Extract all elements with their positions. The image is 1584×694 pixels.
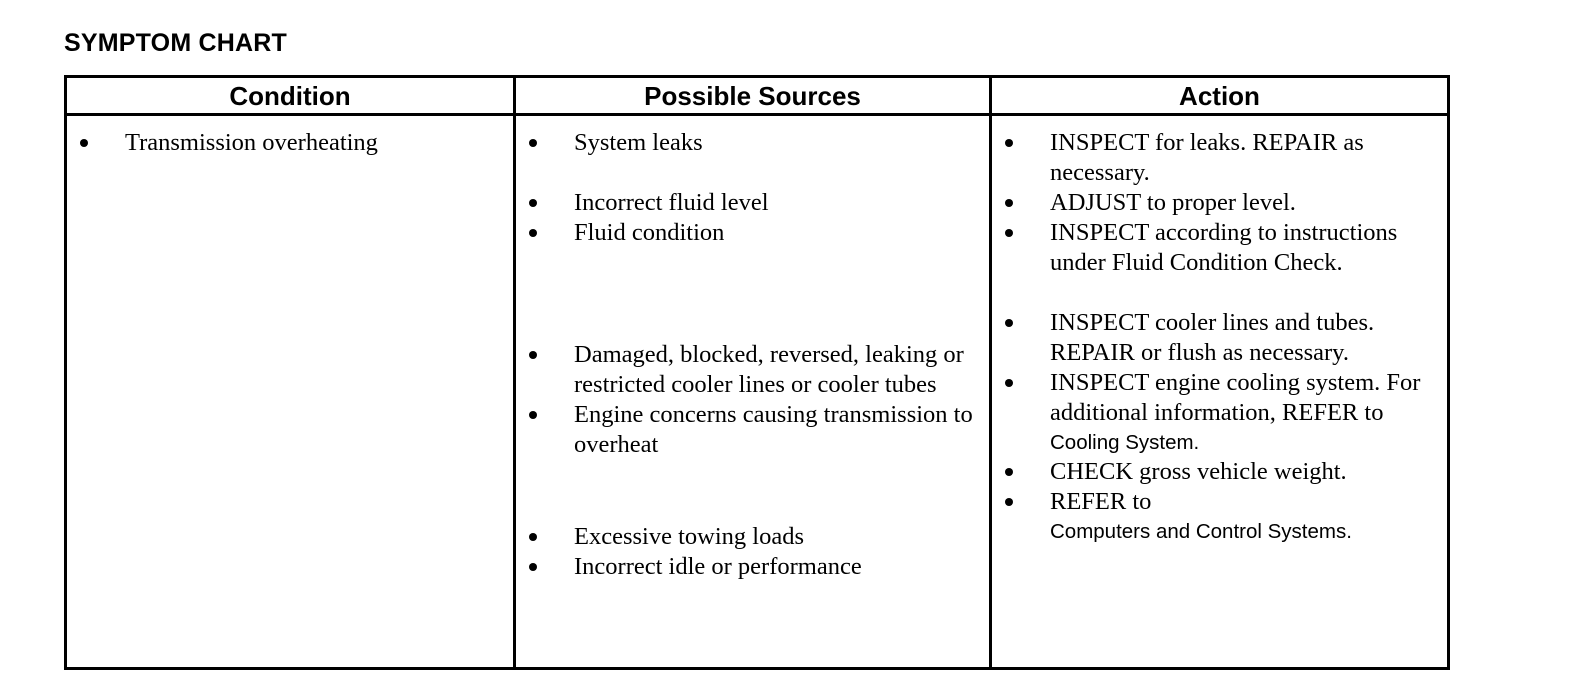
bullet-icon: [1005, 229, 1013, 237]
list-item-label: Transmission overheating: [125, 129, 378, 156]
bullet-icon: [529, 229, 537, 237]
list-item: INSPECT engine cooling system. For addit…: [992, 368, 1441, 457]
spacer: [516, 460, 983, 522]
spacer: [516, 158, 983, 188]
cell-possible-sources: System leaks Incorrect fluid level Fluid…: [513, 116, 992, 667]
list-item: Engine concerns causing transmission to …: [516, 400, 983, 460]
action-group-2: INSPECT cooler lines and tubes. REPAIR o…: [992, 308, 1441, 546]
header-cell-possible-sources: Possible Sources: [513, 78, 992, 113]
header-cell-condition: Condition: [67, 78, 513, 113]
sources-group-3: Damaged, blocked, reversed, leaking or r…: [516, 340, 983, 460]
list-item: Fluid condition: [516, 218, 983, 248]
list-item: INSPECT cooler lines and tubes. REPAIR o…: [992, 308, 1441, 368]
list-item-label: System leaks: [574, 129, 703, 156]
bullet-icon: [1005, 468, 1013, 476]
bullet-icon: [529, 533, 537, 541]
list-item-label: INSPECT cooler lines and tubes. REPAIR o…: [1050, 309, 1375, 366]
table-header-row: Condition Possible Sources Action: [67, 78, 1447, 116]
sources-group-1: System leaks: [516, 128, 983, 158]
list-item-label: REFER to: [1050, 488, 1152, 515]
list-item-label: INSPECT engine cooling system. For addit…: [1050, 369, 1421, 426]
spacer: [516, 248, 983, 340]
bullet-icon: [529, 563, 537, 571]
list-item-label: Incorrect fluid level: [574, 189, 769, 216]
symptom-chart-table: Condition Possible Sources Action Transm…: [64, 75, 1450, 670]
bullet-icon: [1005, 379, 1013, 387]
list-item: System leaks: [516, 128, 983, 158]
list-item: ADJUST to proper level.: [992, 188, 1441, 218]
spacer: [992, 278, 1441, 308]
bullet-icon: [80, 139, 88, 147]
cell-condition: Transmission overheating: [67, 116, 513, 667]
header-cell-action: Action: [992, 78, 1447, 113]
table-body-row: Transmission overheating System leaks: [67, 116, 1447, 667]
list-item-label: Fluid condition: [574, 219, 725, 246]
list-item: Excessive towing loads: [516, 522, 983, 552]
sources-group-4: Excessive towing loads Incorrect idle or…: [516, 522, 983, 582]
page-title: SYMPTOM CHART: [64, 29, 287, 57]
list-item: Incorrect fluid level: [516, 188, 983, 218]
bullet-icon: [1005, 498, 1013, 506]
bullet-icon: [529, 139, 537, 147]
list-item-label: Engine concerns causing transmission to …: [574, 401, 973, 458]
list-item-label: Excessive towing loads: [574, 523, 804, 550]
column-header-condition-label: Condition: [229, 80, 351, 111]
bullet-icon: [1005, 199, 1013, 207]
bullet-icon: [1005, 139, 1013, 147]
bullet-icon: [1005, 319, 1013, 327]
possible-sources-content: System leaks Incorrect fluid level Fluid…: [516, 116, 989, 667]
cell-action: INSPECT for leaks. REPAIR as necessary. …: [992, 116, 1447, 667]
sources-group-2: Incorrect fluid level Fluid condition: [516, 188, 983, 248]
column-header-action-label: Action: [1179, 80, 1260, 111]
bullet-icon: [529, 351, 537, 359]
list-item: CHECK gross vehicle weight.: [992, 457, 1441, 487]
list-item-label: ADJUST to proper level.: [1050, 189, 1296, 216]
list-item-label: Damaged, blocked, reversed, leaking or r…: [574, 341, 964, 398]
condition-group-1: Transmission overheating: [67, 128, 507, 158]
bullet-icon: [529, 411, 537, 419]
list-item: INSPECT for leaks. REPAIR as necessary.: [992, 128, 1441, 188]
action-group-1: INSPECT for leaks. REPAIR as necessary. …: [992, 128, 1441, 278]
condition-content: Transmission overheating: [67, 116, 513, 667]
cross-reference-link[interactable]: Cooling System.: [1050, 431, 1200, 454]
column-header-possible-sources-label: Possible Sources: [644, 80, 861, 111]
list-item-label: CHECK gross vehicle weight.: [1050, 458, 1347, 485]
list-item: REFER to Computers and Control Systems.: [992, 487, 1441, 546]
list-item: Damaged, blocked, reversed, leaking or r…: [516, 340, 983, 400]
list-item-label: INSPECT according to instructions under …: [1050, 219, 1398, 276]
action-content: INSPECT for leaks. REPAIR as necessary. …: [992, 116, 1447, 667]
list-item-label: INSPECT for leaks. REPAIR as necessary.: [1050, 129, 1364, 186]
list-item: Transmission overheating: [67, 128, 507, 158]
cross-reference-link[interactable]: Computers and Control Systems.: [1050, 520, 1352, 543]
list-item: Incorrect idle or performance: [516, 552, 983, 582]
bullet-icon: [529, 199, 537, 207]
list-item-label: Incorrect idle or performance: [574, 553, 862, 580]
list-item: INSPECT according to instructions under …: [992, 218, 1441, 278]
